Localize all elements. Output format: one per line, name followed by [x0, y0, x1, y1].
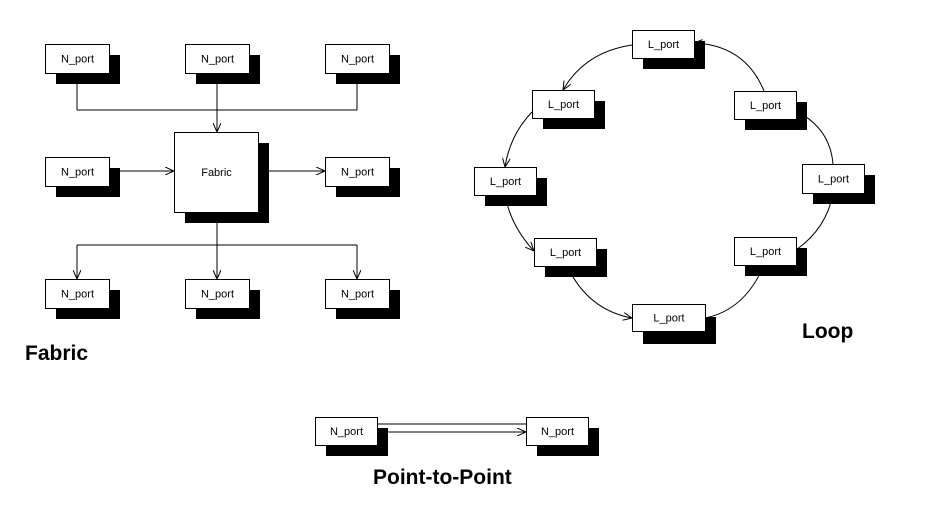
node-loop-ne: L_port: [734, 91, 807, 130]
node-fab-right: N_port: [325, 157, 400, 197]
node-loop-nw: L_port: [532, 90, 605, 129]
node-label: L_port: [750, 246, 781, 258]
node-label: L_port: [548, 99, 579, 111]
node-box: [325, 279, 390, 309]
node-box: [174, 132, 259, 213]
node-box: [802, 164, 865, 194]
node-label: N_port: [541, 426, 574, 438]
node-box: [526, 417, 589, 446]
loop-arc-nw-to-w: [505, 111, 533, 167]
node-box: [632, 304, 706, 332]
node-label: L_port: [653, 313, 684, 325]
node-box: [734, 91, 797, 120]
node-box: [534, 238, 597, 267]
node-box: [474, 167, 537, 196]
loop-heading: Loop: [802, 320, 854, 343]
node-fabric: Fabric: [174, 132, 269, 223]
node-fab-top-3: N_port: [325, 44, 400, 84]
node-fab-bot-2: N_port: [185, 279, 260, 319]
node-label: N_port: [341, 54, 374, 66]
loop-connectors: [505, 43, 834, 318]
node-box: [45, 279, 110, 309]
node-box: [325, 157, 390, 187]
node-label: L_port: [490, 176, 521, 188]
node-label: Fabric: [201, 167, 232, 179]
node-loop-se: L_port: [734, 237, 807, 276]
node-fab-bot-1: N_port: [45, 279, 120, 319]
node-p2p-right: N_port: [526, 417, 599, 456]
node-label: L_port: [550, 247, 581, 259]
node-box: [734, 237, 797, 266]
node-loop-bottom: L_port: [632, 304, 716, 344]
node-label: N_port: [341, 167, 374, 179]
node-fab-top-2: N_port: [185, 44, 260, 84]
node-label: N_port: [201, 54, 234, 66]
node-label: N_port: [201, 289, 234, 301]
node-loop-sw: L_port: [534, 238, 607, 277]
p2p-heading: Point-to-Point: [373, 466, 512, 489]
node-label: L_port: [648, 39, 679, 51]
node-fab-left: N_port: [45, 157, 120, 197]
node-label: L_port: [750, 100, 781, 112]
node-box: [325, 44, 390, 74]
node-label: N_port: [61, 289, 94, 301]
node-box: [532, 90, 595, 119]
node-loop-w: L_port: [474, 167, 547, 206]
node-p2p-left: N_port: [315, 417, 388, 456]
node-label: N_port: [330, 426, 363, 438]
node-fab-top-1: N_port: [45, 44, 120, 84]
node-box: [45, 157, 110, 187]
node-loop-top: L_port: [632, 30, 705, 69]
fabric-heading: Fabric: [25, 342, 89, 365]
node-label: N_port: [341, 289, 374, 301]
node-fab-bot-3: N_port: [325, 279, 400, 319]
node-loop-e: L_port: [802, 164, 875, 204]
node-box: [185, 279, 250, 309]
node-label: N_port: [61, 167, 94, 179]
node-box: [185, 44, 250, 74]
p2p-connectors: [377, 424, 526, 432]
node-box: [632, 30, 695, 59]
node-label: L_port: [818, 174, 849, 186]
node-box: [315, 417, 378, 446]
node-box: [45, 44, 110, 74]
loop-arc-top-to-nw: [563, 44, 633, 90]
node-label: N_port: [61, 54, 94, 66]
